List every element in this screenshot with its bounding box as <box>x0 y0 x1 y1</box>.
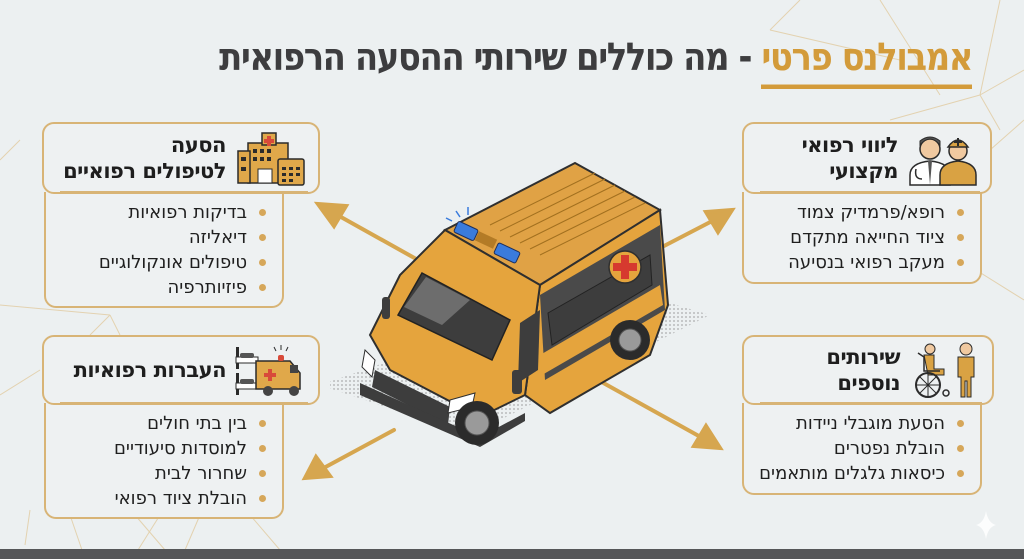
card-escort-body: רופא/פרמדיק צמוד ציוד החייאה מתקדם מעקב … <box>742 192 982 284</box>
card-treatments-body: בדיקות רפואיות דיאליזה טיפולים אונקולוגי… <box>44 192 284 308</box>
bullet-icon <box>957 470 964 477</box>
title-accent: אמבולנס פרטי <box>761 33 973 89</box>
card-treatments-list: בדיקות רפואיות דיאליזה טיפולים אונקולוגי… <box>60 200 266 300</box>
arrow-bottom-right <box>596 378 708 442</box>
card-additional: שירותים נוספים הסעת מוגבלי ניידות הובלת … <box>742 335 994 495</box>
arrowhead-top-left <box>313 201 350 230</box>
bullet-icon <box>957 259 964 266</box>
wheelchair-person-icon <box>915 342 975 398</box>
bullet-icon <box>259 209 266 216</box>
card-additional-body: הסעת מוגבלי ניידות הובלת נפטרים כיסאות ג… <box>742 403 982 495</box>
card-transfers: העברות רפואיות בין בתי חולים למוסדות סיע… <box>42 335 320 519</box>
card-transfers-title: העברות רפואיות <box>73 357 227 383</box>
bullet-icon <box>957 445 964 452</box>
bullet-icon <box>259 470 266 477</box>
card-treatments-title-line2: לטיפולים רפואיים <box>63 159 226 183</box>
card-escort: ליווי רפואי מקצועי רופא/פרמדיק צמוד ציוד… <box>742 122 992 284</box>
list-item: כיסאות גלגלים מותאמים <box>758 461 964 486</box>
card-divider <box>760 191 980 194</box>
card-transfers-title-line1: העברות רפואיות <box>73 358 227 382</box>
card-divider <box>60 191 308 194</box>
hospital-calendar-icon <box>237 132 305 186</box>
card-treatments-title-line1: הסעה <box>170 133 227 157</box>
arrowhead-top-right <box>702 207 736 236</box>
list-item: למוסדות סיעודיים <box>60 436 266 461</box>
list-item: דיאליזה <box>60 225 266 250</box>
title-rest: - מה כוללים שירותי ההסעה הרפואית <box>219 35 762 81</box>
list-item: הובלת ציוד רפואי <box>60 486 266 511</box>
list-item: רופא/פרמדיק צמוד <box>758 200 964 225</box>
arrowhead-bottom-left <box>301 453 334 481</box>
list-item: טיפולים אונקולוגיים <box>60 250 266 275</box>
bullet-icon <box>957 234 964 241</box>
list-item: בין בתי חולים <box>60 411 266 436</box>
card-transfers-header: העברות רפואיות <box>42 335 320 405</box>
arrow-bottom-left <box>318 428 396 472</box>
page-title: אמבולנס פרטי - מה כוללים שירותי ההסעה הר… <box>0 33 973 89</box>
ambulance-illustration <box>330 161 710 447</box>
card-transfers-list: בין בתי חולים למוסדות סיעודיים שחרור לבי… <box>60 411 266 511</box>
card-treatments-title: הסעה לטיפולים רפואיים <box>63 132 226 184</box>
bullet-icon <box>259 445 266 452</box>
card-divider <box>760 402 982 405</box>
list-item: הסעת מוגבלי ניידות <box>758 411 964 436</box>
card-escort-title-line1: ליווי רפואי <box>801 133 899 157</box>
card-treatments-header: הסעה לטיפולים רפואיים <box>42 122 320 194</box>
card-transfers-body: בין בתי חולים למוסדות סיעודיים שחרור לבי… <box>44 403 284 519</box>
card-escort-title-line2: מקצועי <box>829 159 898 183</box>
card-additional-header: שירותים נוספים <box>742 335 994 405</box>
footer-bar <box>0 549 1024 559</box>
sparkle-icon <box>976 511 996 539</box>
list-item: פיזיותרפיה <box>60 275 266 300</box>
bullet-icon <box>957 209 964 216</box>
arrowhead-bottom-right <box>690 422 724 451</box>
card-escort-header: ליווי רפואי מקצועי <box>742 122 992 194</box>
bullet-icon <box>259 495 266 502</box>
card-additional-list: הסעת מוגבלי ניידות הובלת נפטרים כיסאות ג… <box>758 411 964 486</box>
list-item: בדיקות רפואיות <box>60 200 266 225</box>
card-treatments: הסעה לטיפולים רפואיים בדיקות רפואיות דיא… <box>42 122 320 308</box>
arrow-top-left <box>330 210 420 262</box>
bullet-icon <box>259 234 266 241</box>
doctor-paramedic-icon <box>909 136 977 186</box>
bullet-icon <box>957 420 964 427</box>
bullet-icon <box>259 420 266 427</box>
arrow-top-right <box>662 216 720 248</box>
list-item: ציוד החייאה מתקדם <box>758 225 964 250</box>
list-item: מעקב רפואי בנסיעה <box>758 250 964 275</box>
list-item: שחרור לבית <box>60 461 266 486</box>
card-additional-title-line1: שירותים נוספים <box>826 345 900 395</box>
bullet-icon <box>259 284 266 291</box>
card-escort-title: ליווי רפואי מקצועי <box>801 132 899 184</box>
beds-ambulance-icon <box>235 345 301 396</box>
bullet-icon <box>259 259 266 266</box>
card-divider <box>60 402 308 405</box>
list-item: הובלת נפטרים <box>758 436 964 461</box>
card-escort-list: רופא/פרמדיק צמוד ציוד החייאה מתקדם מעקב … <box>758 200 964 275</box>
card-additional-title: שירותים נוספים <box>758 344 900 396</box>
